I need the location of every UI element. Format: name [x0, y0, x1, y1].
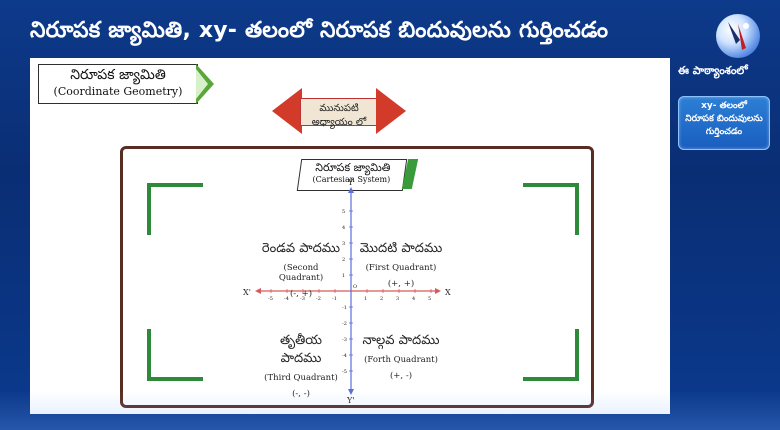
y-tick-label: 5 — [342, 209, 345, 215]
arrow-right-icon — [376, 88, 406, 134]
sidebar-card-line: నిరూపక బిందువులను — [685, 114, 763, 124]
header-bar: నిరూపక జ్యామితి, xy- తలంలో నిరూపక బిందువ… — [14, 10, 764, 58]
x-tick-label: 3 — [396, 296, 399, 302]
topic-tag-arrow-inner — [196, 69, 208, 99]
y-tick-label: -5 — [342, 369, 347, 375]
slide-content: నిరూపక జ్యామితి (Coordinate Geometry) ము… — [30, 58, 670, 414]
quadrant-fourth: నాల్గవ పాదము (Forth Quadrant) (+, -) — [359, 333, 443, 381]
quadrant-third: తృతీయ పాదము (Third Quadrant) (-, -) — [259, 333, 343, 399]
x-tick-label: 5 — [428, 296, 431, 302]
sidebar-card-line: xy- తలంలో — [701, 101, 747, 111]
quadrant-fourth-english: (Forth Quadrant) — [364, 355, 438, 365]
quadrant-third-english: (Third Quadrant) — [264, 373, 338, 383]
y-axis-label: Y — [347, 178, 354, 187]
x-tick-label: -5 — [268, 296, 273, 302]
y-axis-arrow-down-icon — [348, 389, 354, 395]
sidebar-item-current-topic[interactable]: xy- తలంలో నిరూపక బిందువులను గుర్తించడం — [678, 96, 770, 150]
arrow-left-icon — [272, 88, 302, 134]
y-tick-label: -4 — [342, 353, 347, 359]
topic-tag-telugu: నిరూపక జ్యామితి — [70, 67, 166, 83]
y-tick-group: 5 4 3 2 1 -1 -2 -3 -4 -5 — [342, 209, 353, 375]
page-title: నిరూపక జ్యామితి, xy- తలంలో నిరూపక బిందువ… — [30, 18, 609, 43]
quadrant-second: రెండవ పాదము (Second Quadrant) (-, +) — [261, 241, 341, 299]
x-tick-label: 4 — [412, 296, 415, 302]
corner-bracket-bottom-left — [147, 329, 203, 381]
x-tick-label: -2 — [316, 296, 321, 302]
x-tick-group: -5 -4 -3 -2 -1 1 2 3 4 5 — [268, 289, 432, 302]
corner-bracket-bottom-right — [523, 329, 579, 381]
quadrant-first-english: (First Quadrant) — [365, 263, 437, 273]
x-tick-label: 1 — [364, 296, 367, 302]
x-axis-arrow-right-icon — [435, 288, 441, 294]
y-tick-label: 4 — [342, 225, 345, 231]
y-prime-axis-label: Y' — [346, 396, 354, 405]
y-tick-label: -3 — [342, 337, 347, 343]
x-tick-label: -4 — [284, 296, 289, 302]
sidebar-card-line: గుర్తించడం — [705, 127, 743, 137]
sidebar-heading: ఈ పాఠ్యాంశంలో — [678, 64, 748, 77]
y-tick-label: 3 — [342, 241, 345, 247]
quadrant-second-english: (Second Quadrant) — [278, 263, 324, 283]
y-tick-label: 2 — [342, 257, 345, 263]
quadrant-fourth-signs: (+, -) — [389, 371, 413, 381]
quadrant-first: మొదటి పాదము (First Quadrant) (+, +) — [359, 241, 443, 289]
topic-tag-english: (Coordinate Geometry) — [53, 85, 183, 98]
lesson-sidebar: ఈ పాఠ్యాంశంలో xy- తలంలో నిరూపక బిందువులన… — [674, 58, 770, 258]
x-prime-axis-label: X' — [243, 288, 251, 297]
y-axis-arrow-up-icon — [348, 187, 354, 193]
corner-bracket-top-right — [523, 183, 579, 235]
quadrant-third-signs: (-, -) — [259, 389, 343, 399]
topic-tag: నిరూపక జ్యామితి (Coordinate Geometry) — [38, 64, 198, 104]
x-tick-label: -3 — [300, 296, 305, 302]
x-axis-label: X — [445, 288, 451, 297]
x-tick-label: -1 — [332, 296, 337, 302]
previous-chapter-label: మునుపటి అధ్యాయం లో — [311, 103, 367, 128]
quadrant-third-telugu: తృతీయ పాదము — [280, 333, 322, 366]
quadrant-first-signs: (+, +) — [387, 279, 415, 289]
y-tick-label: -1 — [342, 305, 347, 311]
quadrant-second-telugu: రెండవ పాదము — [261, 241, 341, 256]
y-tick-label: 1 — [342, 273, 345, 279]
quadrant-first-telugu: మొదటి పాదము — [359, 241, 443, 256]
corner-bracket-top-left — [147, 183, 203, 235]
quadrant-fourth-telugu: నాల్గవ పాదము — [362, 333, 440, 348]
y-tick-label: -2 — [342, 321, 347, 327]
cartesian-panel: నిరూపక జ్యామితి (Cartesian System) X X' … — [120, 146, 594, 408]
origin-label: O — [353, 284, 357, 290]
x-tick-label: 2 — [380, 296, 383, 302]
channel-logo-icon — [716, 14, 760, 58]
previous-chapter-arrow: మునుపటి అధ్యాయం లో — [272, 88, 406, 134]
quadrant-second-signs: (-, +) — [289, 289, 313, 299]
bottom-glow — [0, 390, 780, 430]
x-axis-arrow-left-icon — [255, 288, 261, 294]
